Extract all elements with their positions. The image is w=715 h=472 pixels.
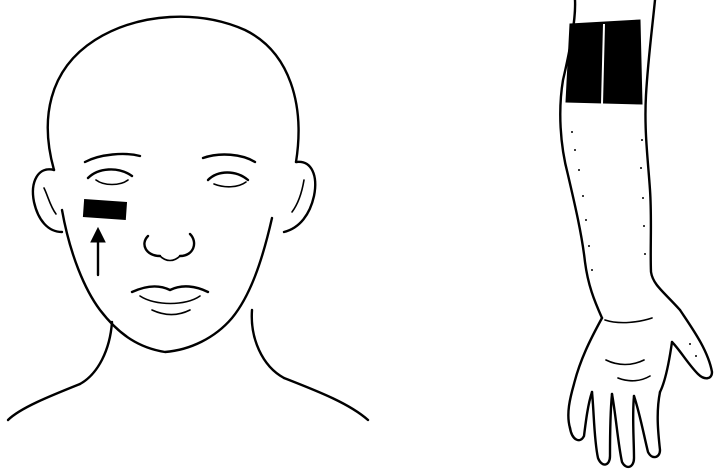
arm-shading	[571, 131, 697, 357]
band-patch-icon	[566, 20, 642, 104]
hand	[568, 310, 712, 467]
